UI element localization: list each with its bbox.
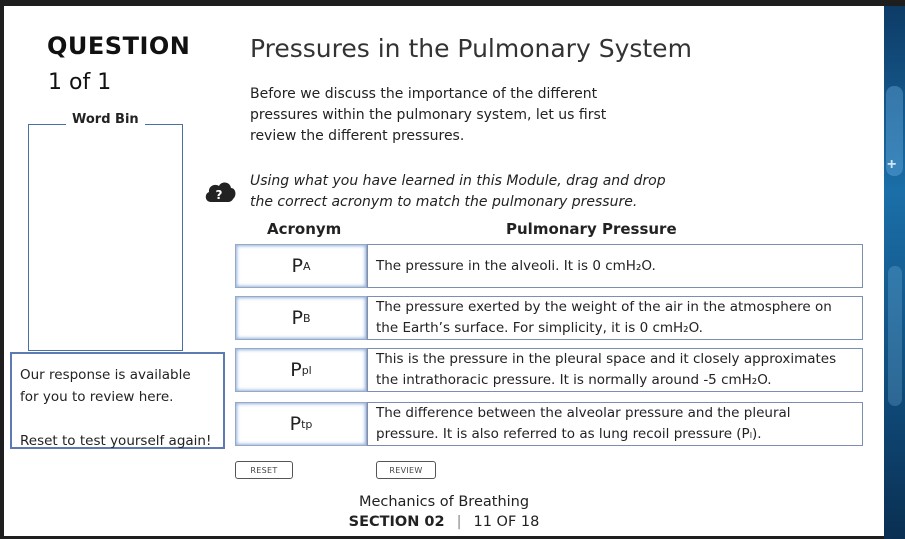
review-button[interactable]: REVIEW	[376, 461, 436, 479]
response-line-1: Our response is available	[20, 367, 191, 383]
cloud-question-icon[interactable]: ?	[202, 176, 238, 206]
acronym-sub: A	[302, 259, 311, 273]
section-label: SECTION 02	[348, 514, 445, 530]
acronym-main: P	[289, 413, 302, 435]
page-counter: 11 OF 18	[473, 514, 540, 530]
intro-text: Before we discuss the importance of the …	[250, 86, 607, 144]
reset-button[interactable]: RESET	[235, 461, 293, 479]
response-line-2: for you to review here.	[20, 389, 174, 405]
response-note: Our response is available for you to rev…	[10, 352, 225, 449]
pressure-description: The difference between the alveolar pres…	[367, 402, 863, 446]
section-indicator: SECTION 02 | 11 OF 18	[4, 514, 884, 530]
help-glyph: ?	[216, 188, 223, 202]
module-name: Mechanics of Breathing	[358, 494, 530, 510]
pressure-description: The pressure in the alveoli. It is 0 cmH…	[367, 244, 863, 288]
acronym-main: P	[290, 359, 302, 381]
background-lungs-image: +	[884, 6, 905, 539]
acronym-main: P	[291, 255, 303, 277]
question-count: 1 of 1	[48, 70, 112, 95]
instruction-text: Using what you have learned in this Modu…	[250, 173, 666, 210]
footer-separator: |	[456, 514, 462, 530]
slide-canvas: QUESTION 1 of 1 Word Bin Our response is…	[4, 6, 884, 536]
lung-shape	[886, 86, 903, 176]
lung-shape	[888, 266, 902, 406]
pressure-description: The pressure exerted by the weight of th…	[367, 296, 863, 340]
response-line-3: Reset to test yourself again!	[20, 433, 212, 449]
pressure-description: This is the pressure in the pleural spac…	[367, 348, 863, 392]
question-heading: QUESTION	[47, 32, 191, 60]
acronym-sub: B	[302, 311, 311, 325]
word-bin-label: Word Bin	[66, 112, 145, 127]
word-bin-dropzone[interactable]	[28, 124, 183, 351]
column-header-pressure: Pulmonary Pressure	[506, 220, 677, 238]
column-header-acronym: Acronym	[267, 220, 342, 238]
acronym-main: P	[291, 307, 303, 329]
page-title: Pressures in the Pulmonary System	[250, 34, 692, 63]
acronym-sub: pl	[301, 363, 312, 377]
plus-icon: +	[887, 156, 897, 173]
acronym-sub: tp	[301, 417, 313, 431]
